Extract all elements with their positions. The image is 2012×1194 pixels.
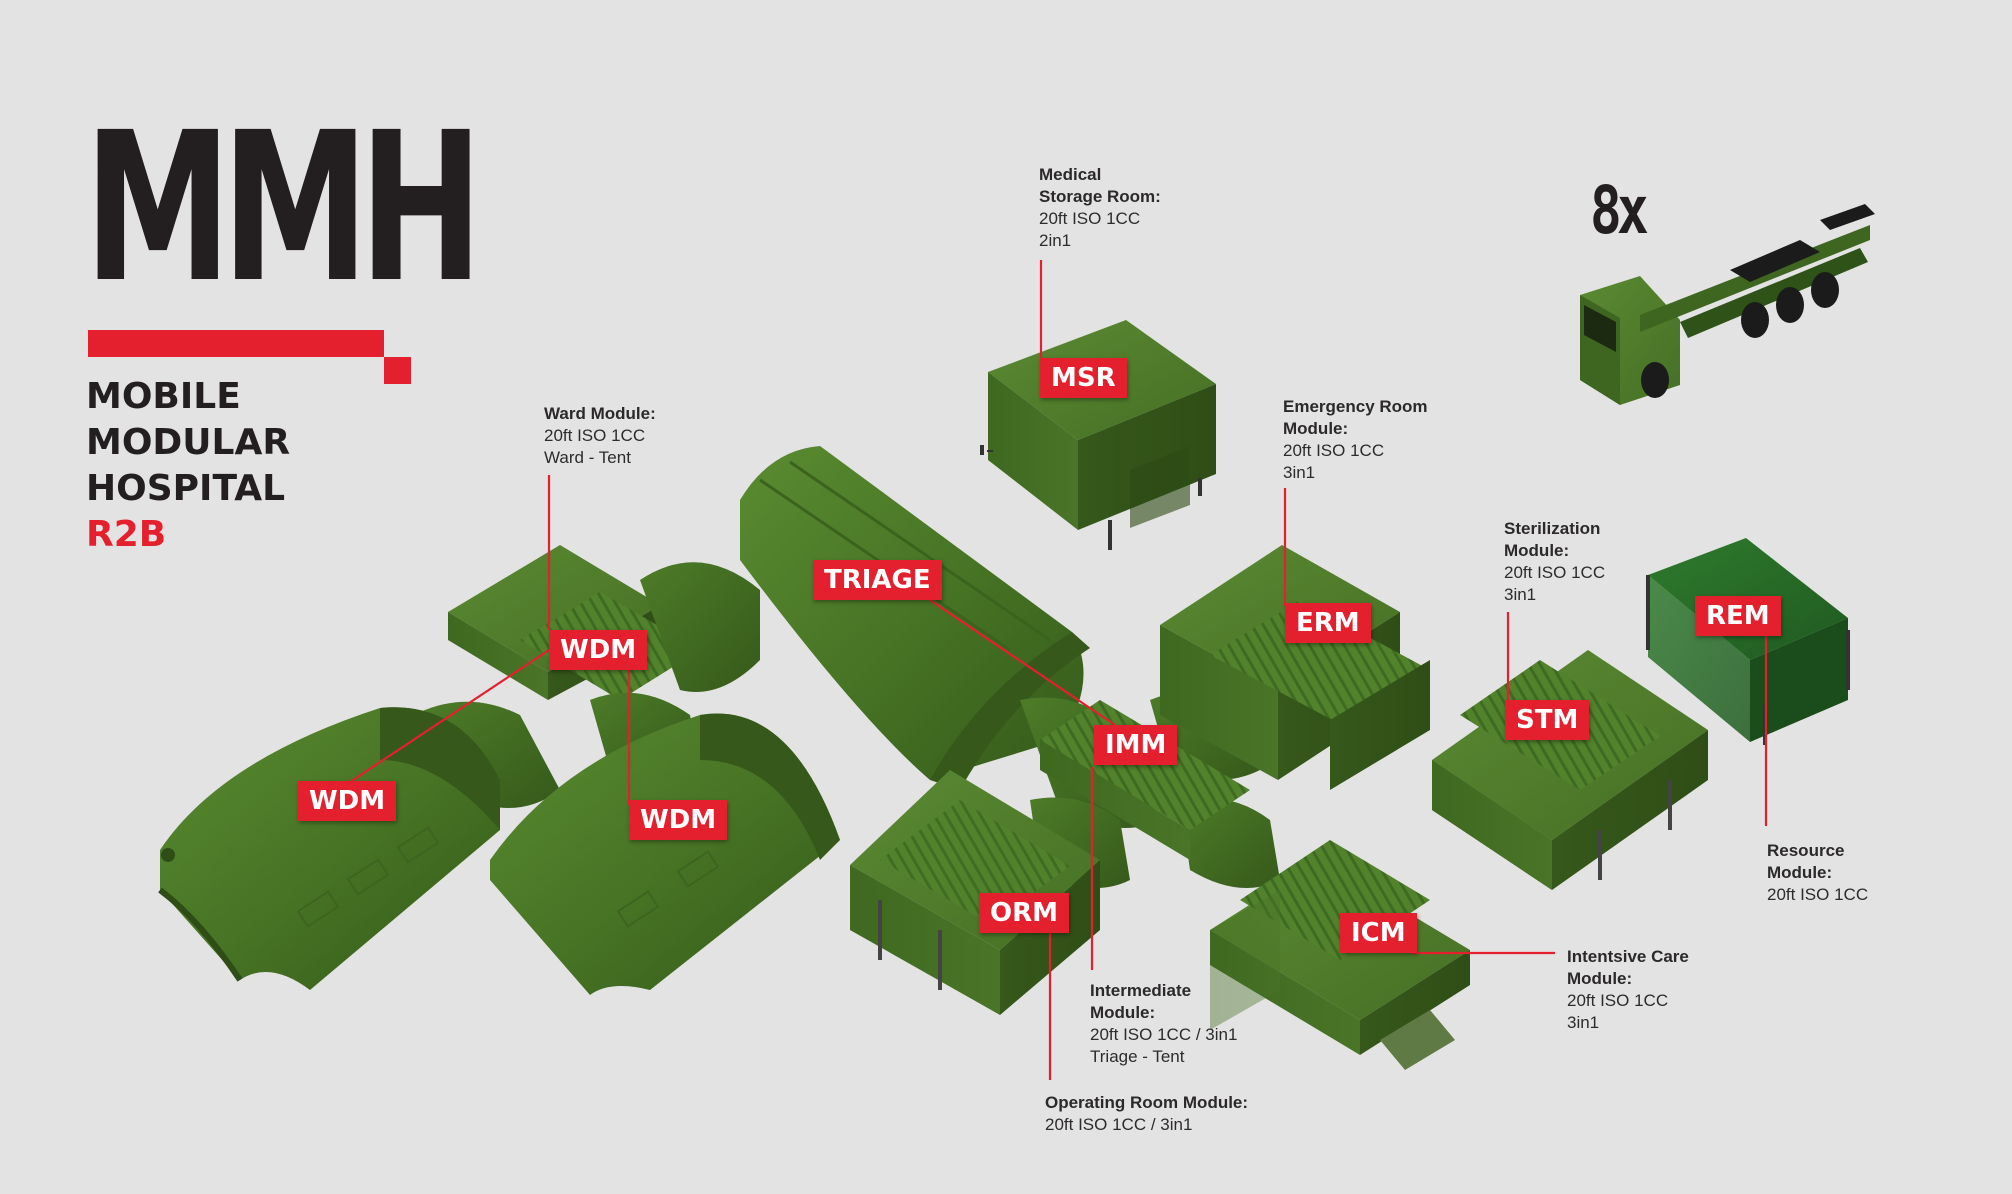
wdm-left-tent [158, 707, 500, 990]
callout-line: 20ft ISO 1CC [1767, 885, 1869, 904]
callout-title: Operating Room Module: [1045, 1093, 1249, 1112]
callout-title: Module: [1090, 1003, 1156, 1022]
callout-orm: Operating Room Module: 20ft ISO 1CC / 3i… [1045, 1092, 1248, 1136]
brand-title: MMH [84, 88, 483, 328]
brand-subtitle-line: MOBILE [86, 376, 241, 417]
brand-accent-bar [88, 330, 384, 357]
callout-title: Intentsive Care [1567, 947, 1689, 966]
callout-rem: Resource Module: 20ft ISO 1CC [1767, 840, 1868, 906]
callout-line: 3in1 [1504, 585, 1537, 604]
imm-module [1040, 700, 1250, 860]
tag-wdm-left: WDM [298, 781, 397, 821]
stm-module [1432, 650, 1708, 890]
callout-title: Medical [1039, 165, 1102, 184]
callout-title: Resource [1767, 841, 1845, 860]
callout-line: 20ft ISO 1CC / 3in1 [1045, 1115, 1193, 1134]
tag-stm: STM [1505, 700, 1590, 740]
brand-subtitle-line: MODULAR [86, 422, 291, 463]
callout-line: 3in1 [1283, 463, 1316, 482]
callout-line: 20ft ISO 1CC [1567, 991, 1669, 1010]
callout-lines [337, 260, 1768, 1080]
callout-msr: Medical Storage Room: 20ft ISO 1CC 2in1 [1039, 164, 1161, 252]
callout-erm: Emergency Room Module: 20ft ISO 1CC 3in1 [1283, 396, 1428, 484]
erm-module [1160, 545, 1430, 790]
callout-title: Storage Room: [1039, 187, 1161, 206]
callout-icm: Intentsive Care Module: 20ft ISO 1CC 3in… [1567, 946, 1689, 1034]
callout-line: 20ft ISO 1CC [1283, 441, 1385, 460]
callout-line: 20ft ISO 1CC [1504, 563, 1606, 582]
callout-title: Ward Module: [544, 404, 656, 423]
callout-line: Ward - Tent [544, 448, 631, 467]
callout-title: Module: [1283, 419, 1349, 438]
brand-subtitle-line: HOSPITAL [86, 468, 286, 509]
tag-orm: ORM [979, 893, 1069, 933]
tag-erm: ERM [1285, 603, 1371, 643]
callout-stm: Sterilization Module: 20ft ISO 1CC 3in1 [1504, 518, 1605, 606]
callout-imm: Intermediate Module: 20ft ISO 1CC / 3in1… [1090, 980, 1237, 1068]
callout-line: 2in1 [1039, 231, 1072, 250]
wdm-top-module [448, 545, 760, 700]
truck-illustration [1580, 204, 1875, 405]
tag-msr: MSR [1040, 358, 1127, 398]
callout-title: Module: [1767, 863, 1833, 882]
callout-line: Triage - Tent [1090, 1047, 1185, 1066]
callout-title: Module: [1504, 541, 1570, 560]
callout-line: 20ft ISO 1CC [1039, 209, 1141, 228]
callout-title: Intermediate [1090, 981, 1192, 1000]
wdm-mid-tent [490, 713, 840, 995]
callout-line: 3in1 [1567, 1013, 1600, 1032]
callout-title: Module: [1567, 969, 1633, 988]
truck-quantity: 8x [1590, 172, 1649, 249]
tag-icm: ICM [1340, 913, 1417, 953]
callout-line: 20ft ISO 1CC / 3in1 [1090, 1025, 1238, 1044]
brand-accent-square [384, 357, 411, 384]
msr-container [980, 320, 1216, 550]
tag-wdm-top: WDM [549, 630, 648, 670]
tag-rem: REM [1695, 596, 1781, 636]
callout-title: Sterilization [1504, 519, 1601, 538]
tag-imm: IMM [1094, 725, 1178, 765]
tag-triage: TRIAGE [813, 560, 942, 600]
tag-wdm-mid: WDM [629, 800, 728, 840]
brand-subtitle-accent: R2B [86, 514, 167, 555]
callout-title: Emergency Room [1283, 397, 1428, 416]
brand-subtitle: MOBILE MODULAR HOSPITAL R2B [86, 374, 290, 558]
callout-line: 20ft ISO 1CC [544, 426, 646, 445]
callout-ward: Ward Module: 20ft ISO 1CC Ward - Tent [544, 403, 656, 469]
